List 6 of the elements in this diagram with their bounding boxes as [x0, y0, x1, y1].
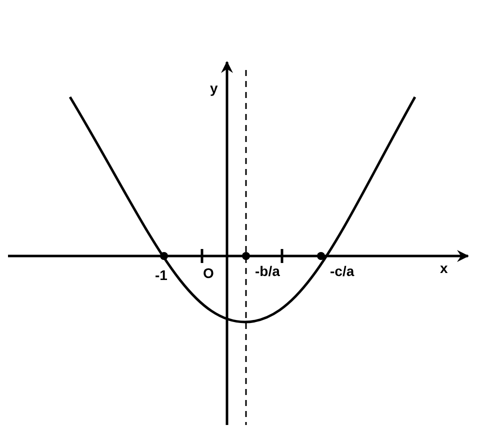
- axis-label: -c/a: [330, 263, 354, 279]
- axis-label: O: [203, 265, 214, 281]
- axis-label: x: [440, 260, 448, 276]
- axis-label: -b/a: [255, 263, 280, 279]
- axis-label: y: [210, 80, 218, 96]
- axis-label: -1: [155, 267, 168, 283]
